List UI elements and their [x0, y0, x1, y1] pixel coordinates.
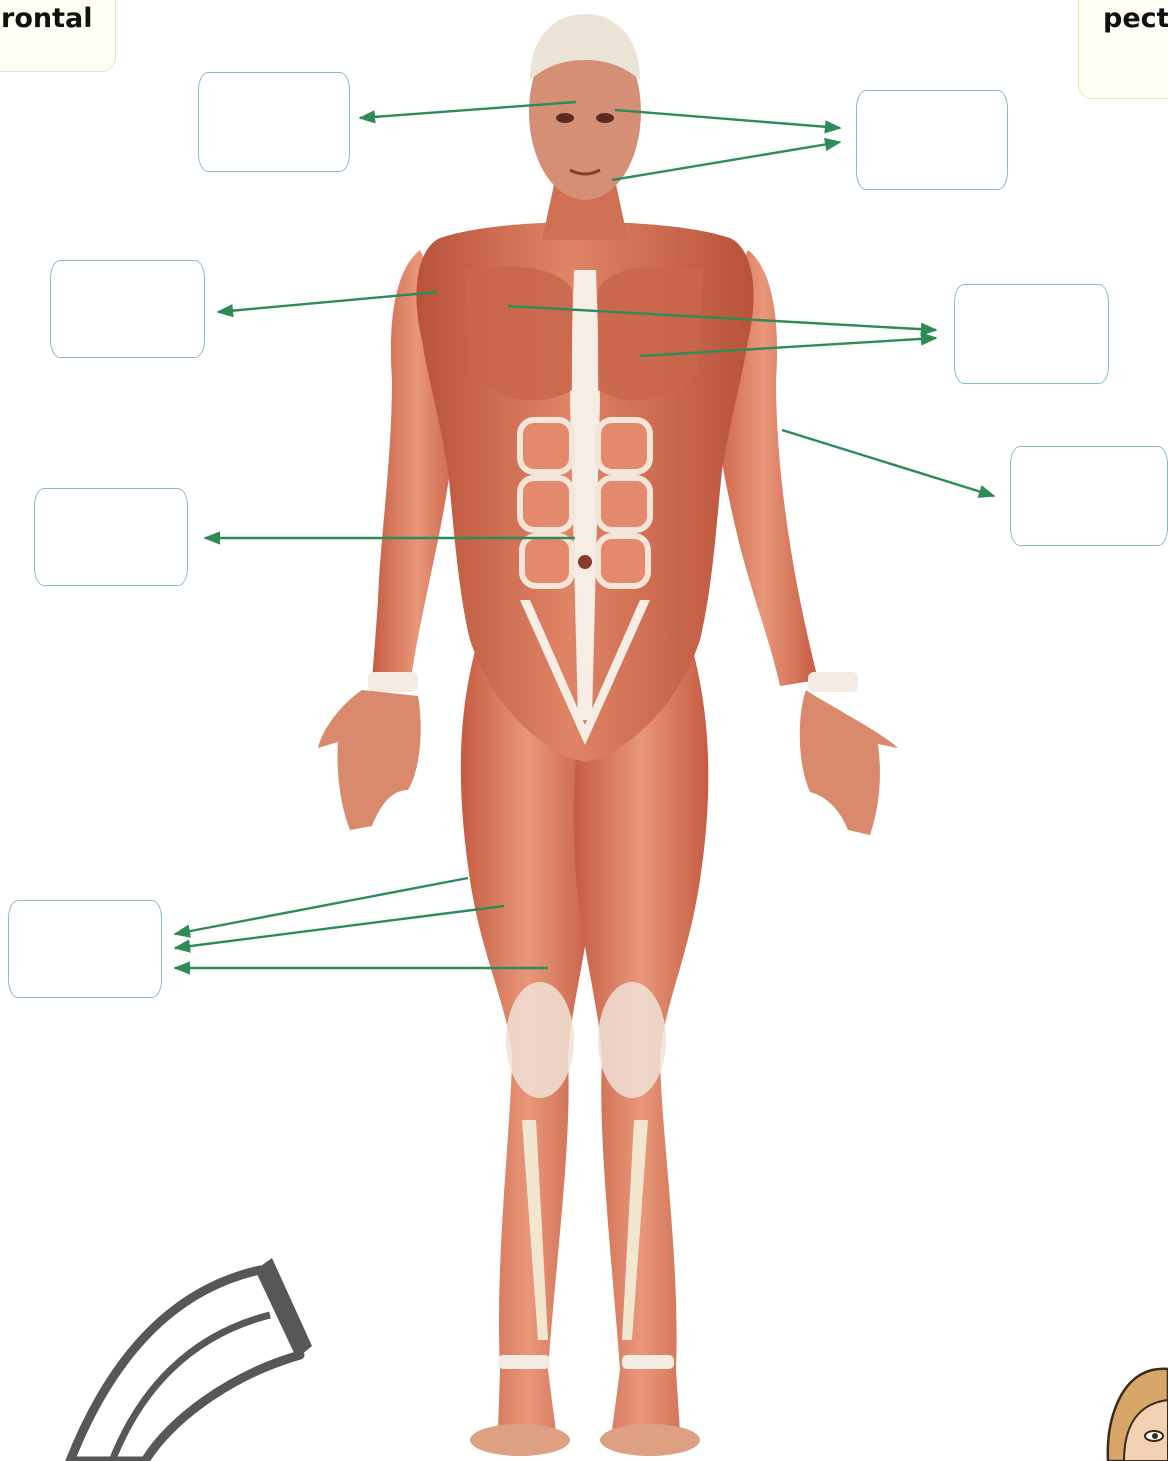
arrow-thigh-upper [175, 878, 468, 934]
answer-box-shoulder[interactable] [50, 260, 205, 358]
cartoon-girl-icon [1108, 1369, 1168, 1461]
right-hand [800, 690, 898, 835]
arch-shape-icon [70, 1258, 312, 1461]
arrow-upper-arm [782, 430, 994, 496]
navel [578, 555, 592, 569]
pectoral-label-text: pecto [1103, 3, 1168, 34]
answer-box-thigh[interactable] [8, 900, 162, 998]
answer-box-forehead[interactable] [198, 72, 350, 172]
left-wrist-band [368, 672, 418, 692]
human-muscle-figure [318, 14, 898, 1456]
right-eye [596, 113, 614, 123]
pectoral-label-tab: pecto [1078, 0, 1168, 99]
answer-box-abdomen[interactable] [34, 488, 188, 586]
right-wrist-band [808, 672, 858, 692]
right-ankle-band [622, 1355, 674, 1369]
answer-box-chest[interactable] [954, 284, 1109, 384]
left-pectoral [465, 267, 572, 401]
left-eye [556, 113, 574, 123]
answer-box-upper-arm[interactable] [1010, 446, 1168, 546]
right-knee [598, 982, 666, 1098]
left-knee [506, 982, 574, 1098]
arrow-face-upper [615, 110, 840, 128]
arrow-thigh-middle [175, 906, 504, 948]
frontal-label-tab: rontal [0, 0, 116, 72]
left-ankle-band [498, 1355, 550, 1369]
answer-box-face[interactable] [856, 90, 1008, 190]
left-hand [318, 690, 421, 830]
frontal-label-text: rontal [1, 3, 92, 34]
left-foot [470, 1424, 570, 1456]
arrow-face-lower [612, 142, 840, 180]
right-foot [600, 1424, 700, 1456]
right-pectoral [598, 267, 703, 401]
